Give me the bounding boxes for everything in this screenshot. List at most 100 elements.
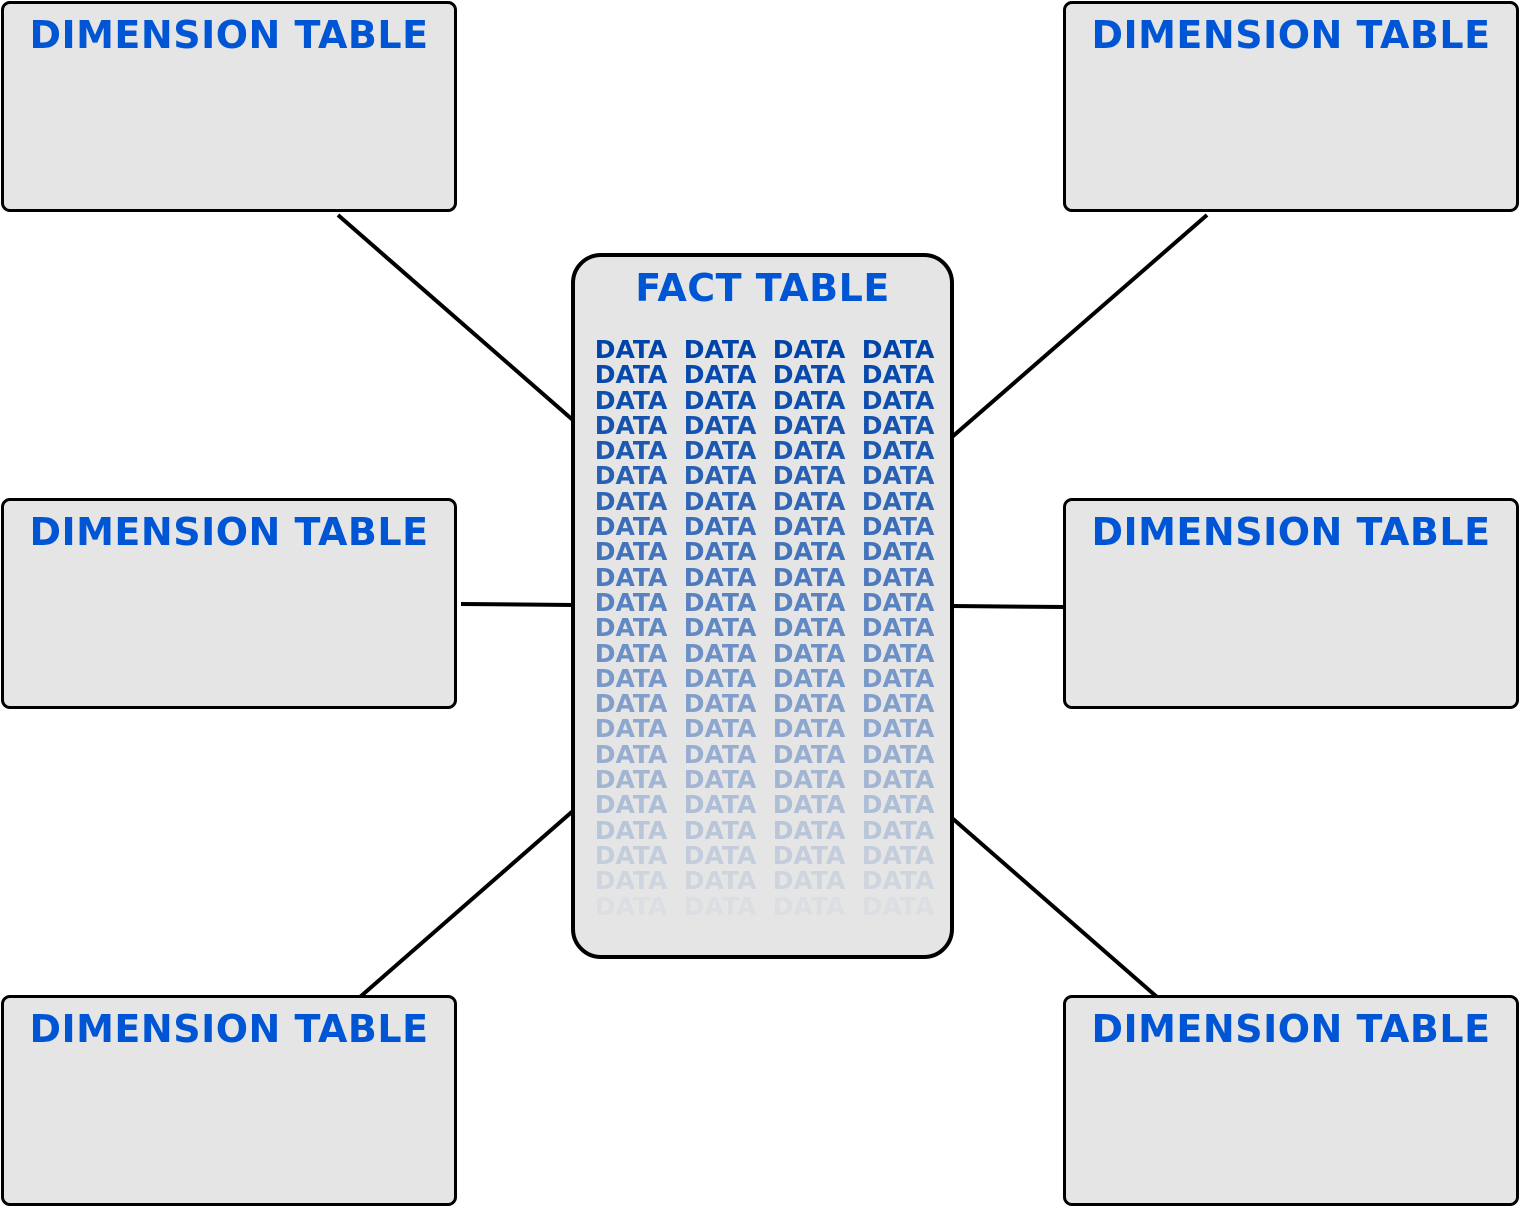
dimension-table-title: DIMENSION TABLE xyxy=(29,510,429,554)
fact-data-cell: DATA xyxy=(683,410,757,440)
connector-mid-left xyxy=(460,602,575,607)
fact-data-cell: DATA xyxy=(861,840,935,870)
fact-data-cell: DATA xyxy=(683,537,757,567)
fact-data-cell: DATA xyxy=(861,815,935,845)
fact-data-cell: DATA xyxy=(861,613,935,643)
fact-data-cell: DATA xyxy=(861,765,935,795)
fact-data-cell: DATA xyxy=(772,613,846,643)
fact-data-cell: DATA xyxy=(594,638,668,668)
fact-data-cell: DATA xyxy=(683,739,757,769)
fact-data-cell: DATA xyxy=(594,436,668,466)
fact-data-cell: DATA xyxy=(594,562,668,592)
fact-data-cell: DATA xyxy=(765,893,853,919)
fact-data-cell: DATA xyxy=(594,613,668,643)
fact-data-cell: DATA xyxy=(594,410,668,440)
fact-data-cell: DATA xyxy=(861,385,935,415)
fact-data-cell: DATA xyxy=(772,410,846,440)
dimension-table-bottom-left: DIMENSION TABLE xyxy=(1,995,457,1206)
fact-data-cell: DATA xyxy=(683,663,757,693)
dimension-table-title: DIMENSION TABLE xyxy=(1091,510,1491,554)
fact-data-row: DATA DATA DATA DATA xyxy=(587,438,942,463)
fact-data-cell: DATA xyxy=(594,840,668,870)
fact-data-cell: DATA xyxy=(861,537,935,567)
fact-data-row: DATA DATA DATA DATA xyxy=(587,385,942,415)
fact-table-title: FACT TABLE xyxy=(635,266,890,310)
fact-data-cell: DATA xyxy=(594,537,668,567)
connector-top-left xyxy=(336,213,576,423)
fact-data-cell: DATA xyxy=(594,866,668,896)
fact-data-cell: DATA xyxy=(861,790,935,820)
connector-bottom-left xyxy=(358,808,576,999)
fact-data-cell: DATA xyxy=(772,638,846,668)
fact-data-cell: DATA xyxy=(772,436,846,466)
fact-data-cell: DATA xyxy=(594,385,668,415)
fact-data-cell: DATA xyxy=(683,385,757,415)
fact-data-cell: DATA xyxy=(683,866,757,896)
dimension-table-middle-left: DIMENSION TABLE xyxy=(1,498,457,709)
fact-data-cell: DATA xyxy=(587,893,675,919)
connector-top-right xyxy=(950,213,1209,439)
dimension-table-title: DIMENSION TABLE xyxy=(29,13,429,57)
dimension-table-top-left: DIMENSION TABLE xyxy=(1,1,457,212)
fact-data-cell: DATA xyxy=(772,714,846,744)
dimension-table-top-right: DIMENSION TABLE xyxy=(1063,1,1519,212)
fact-data-cell: DATA xyxy=(772,461,846,491)
fact-data-cell: DATA xyxy=(861,360,935,390)
fact-data-cell: DATA xyxy=(861,335,935,364)
fact-data-cell: DATA xyxy=(683,360,757,390)
fact-data-cell: DATA xyxy=(861,587,935,617)
fact-data-cell: DATA xyxy=(861,663,935,693)
fact-data-cell: DATA xyxy=(594,360,668,390)
fact-data-cell: DATA xyxy=(594,815,668,845)
fact-data-cell: DATA xyxy=(861,436,935,466)
fact-data-cell: DATA xyxy=(683,840,757,870)
connector-bottom-right xyxy=(950,816,1159,999)
fact-data-cell: DATA xyxy=(683,765,757,795)
fact-data-cell: DATA xyxy=(683,587,757,617)
fact-data-cell: DATA xyxy=(861,739,935,769)
dimension-table-title: DIMENSION TABLE xyxy=(1091,13,1491,57)
fact-data-cell: DATA xyxy=(676,893,764,919)
fact-data-cell: DATA xyxy=(683,486,757,516)
dimension-table-bottom-right: DIMENSION TABLE xyxy=(1063,995,1519,1206)
fact-data-cell: DATA xyxy=(772,765,846,795)
fact-data-cell: DATA xyxy=(772,335,846,364)
fact-data-cell: DATA xyxy=(861,410,935,440)
fact-data-cell: DATA xyxy=(594,663,668,693)
fact-data-cell: DATA xyxy=(772,562,846,592)
fact-data-cell: DATA xyxy=(594,714,668,744)
fact-data-cell: DATA xyxy=(594,689,668,719)
fact-data-cell: DATA xyxy=(772,689,846,719)
dimension-table-middle-right: DIMENSION TABLE xyxy=(1063,498,1519,709)
fact-data-cell: DATA xyxy=(683,638,757,668)
fact-data-cell: DATA xyxy=(772,866,846,896)
fact-data-cell: DATA xyxy=(772,385,846,415)
fact-data-cell: DATA xyxy=(683,436,757,466)
dimension-table-title: DIMENSION TABLE xyxy=(29,1007,429,1051)
fact-data-row: DATA DATA DATA DATA xyxy=(587,413,942,438)
fact-data-cell: DATA xyxy=(594,461,668,491)
fact-data-cell: DATA xyxy=(861,486,935,516)
fact-data-cell: DATA xyxy=(594,790,668,820)
fact-data-cell: DATA xyxy=(594,486,668,516)
connector-mid-right xyxy=(951,604,1066,609)
fact-data-cell: DATA xyxy=(594,587,668,617)
fact-data-cell: DATA xyxy=(683,689,757,719)
